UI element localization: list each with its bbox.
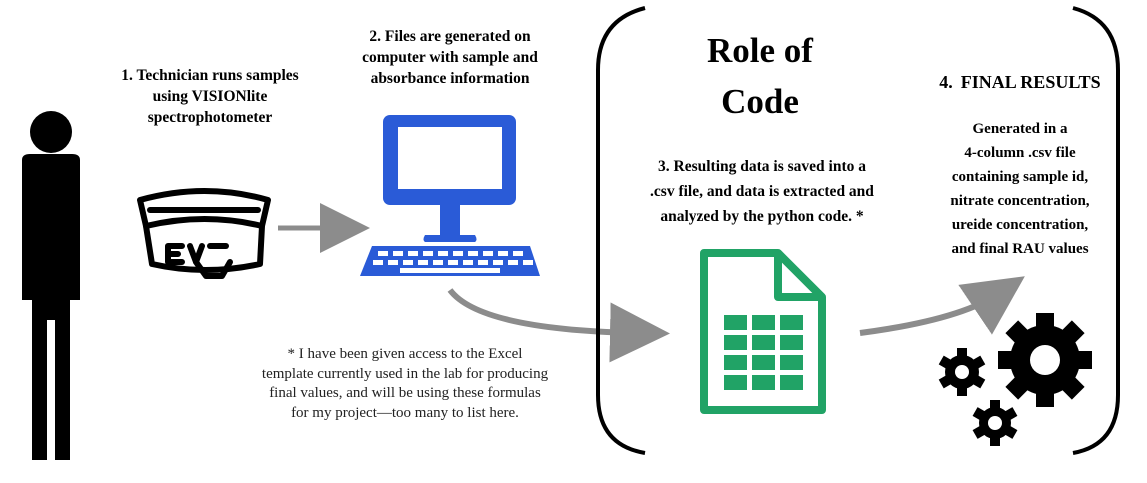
person-icon <box>22 111 80 460</box>
arrow-step3-to-step4 <box>859 276 1025 336</box>
step3-text: 3. Resulting data is saved into a .csv f… <box>650 158 874 225</box>
footnote-text: * I have been given access to the Excel … <box>261 346 549 421</box>
spreadsheet-icon <box>700 249 826 414</box>
right-bracket <box>1072 6 1120 455</box>
final-results-heading: 4. FINAL RESULTS <box>900 70 1140 94</box>
step4-number: 4. <box>939 72 953 92</box>
step4-title: FINAL RESULTS <box>960 72 1101 92</box>
spreadsheet-grid <box>724 315 803 390</box>
left-bracket <box>596 6 646 455</box>
spectrophotometer-icon <box>137 188 271 279</box>
step2-text: 2. Files are generated on computer with … <box>362 28 538 87</box>
computer-icon <box>360 115 540 276</box>
arrow-step2-to-step3 <box>447 288 670 363</box>
step1-text: 1. Technician runs samples using VISIONl… <box>121 67 299 126</box>
final-results-description: Generated in a 4-column .csv file contai… <box>950 121 1090 257</box>
role-of-code-title: Role of Code <box>707 31 813 121</box>
gears-icon <box>938 313 1092 446</box>
